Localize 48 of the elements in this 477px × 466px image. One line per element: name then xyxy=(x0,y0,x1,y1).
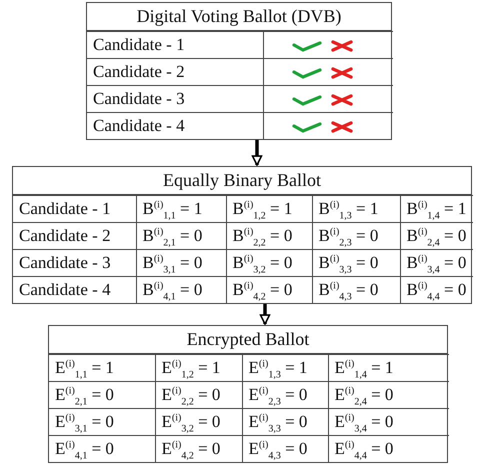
candidate-label: Candidate - 2 xyxy=(19,226,111,245)
ballot-value: B$^{(i)}$$_{2,4}$ = 0 xyxy=(406,226,466,245)
ballot-value: E$^{(i)}$$_{3,4}$ = 0 xyxy=(334,412,394,431)
ballot-value: E$^{(i)}$$_{4,4}$ = 0 xyxy=(334,439,394,458)
ballot-value: E$^{(i)}$$_{3,1}$ = 0 xyxy=(55,412,114,431)
ballot-value: B$^{(i)}$$_{1,4}$ = 1 xyxy=(406,199,466,218)
ballot-value: E$^{(i)}$$_{1,1}$ = 1 xyxy=(55,358,114,377)
ballot-value: E$^{(i)}$$_{2,2}$ = 0 xyxy=(162,385,220,404)
candidate-label: Candidate - 1 xyxy=(93,35,185,54)
ballot-value: E$^{(i)}$$_{2,3}$ = 0 xyxy=(248,385,308,404)
ballot-value: B$^{(i)}$$_{3,4}$ = 0 xyxy=(406,253,466,272)
ballot-value: B$^{(i)}$$_{2,2}$ = 0 xyxy=(232,226,292,245)
table-heading: Equally Binary Ballot xyxy=(13,167,471,195)
ballot-value: E$^{(i)}$$_{1,4}$ = 1 xyxy=(334,358,394,377)
table-heading: Encrypted Ballot xyxy=(49,326,447,354)
ballot-value: B$^{(i)}$$_{4,3}$ = 0 xyxy=(318,280,378,299)
ballot-value: E$^{(i)}$$_{1,2}$ = 1 xyxy=(162,358,220,377)
ballot-value: E$^{(i)}$$_{4,1}$ = 0 xyxy=(55,439,114,458)
ballot-value: E$^{(i)}$$_{3,3}$ = 0 xyxy=(248,412,308,431)
candidate-label: Candidate - 4 xyxy=(93,116,185,135)
ballot-table xyxy=(86,2,392,140)
ballot-table xyxy=(48,325,448,463)
ballot-value: B$^{(i)}$$_{1,2}$ = 1 xyxy=(232,199,292,218)
candidate-label: Candidate - 2 xyxy=(93,62,185,81)
ballot-value: E$^{(i)}$$_{4,2}$ = 0 xyxy=(162,439,220,458)
ballot-value: B$^{(i)}$$_{3,1}$ = 0 xyxy=(142,253,202,272)
ballot-value: B$^{(i)}$$_{2,1}$ = 0 xyxy=(142,226,202,245)
ballot-value: B$^{(i)}$$_{3,3}$ = 0 xyxy=(318,253,378,272)
ballot-value: E$^{(i)}$$_{2,4}$ = 0 xyxy=(334,385,394,404)
ballot-value: E$^{(i)}$$_{4,3}$ = 0 xyxy=(248,439,308,458)
table-heading: Digital Voting Ballot (DVB) xyxy=(87,3,391,31)
arrow xyxy=(260,304,270,325)
candidate-label: Candidate - 3 xyxy=(93,89,185,108)
ballot-value: E$^{(i)}$$_{1,3}$ = 1 xyxy=(248,358,308,377)
ballot-value: B$^{(i)}$$_{4,2}$ = 0 xyxy=(232,280,292,299)
ballot-value: E$^{(i)}$$_{3,2}$ = 0 xyxy=(162,412,220,431)
ballot-value: B$^{(i)}$$_{4,1}$ = 0 xyxy=(142,280,202,299)
candidate-label: Candidate - 3 xyxy=(19,253,111,272)
ballot-value: B$^{(i)}$$_{4,4}$ = 0 xyxy=(406,280,466,299)
ballot-value: B$^{(i)}$$_{3,2}$ = 0 xyxy=(232,253,292,272)
ballot-table xyxy=(12,166,472,304)
ballot-value: E$^{(i)}$$_{2,1}$ = 0 xyxy=(55,385,114,404)
ballot-value: B$^{(i)}$$_{1,1}$ = 1 xyxy=(142,199,202,218)
candidate-label: Candidate - 1 xyxy=(19,199,111,218)
ballot-value: B$^{(i)}$$_{2,3}$ = 0 xyxy=(318,226,378,245)
ballot-value: B$^{(i)}$$_{1,3}$ = 1 xyxy=(318,199,378,218)
arrow xyxy=(252,140,262,166)
candidate-label: Candidate - 4 xyxy=(19,280,111,299)
